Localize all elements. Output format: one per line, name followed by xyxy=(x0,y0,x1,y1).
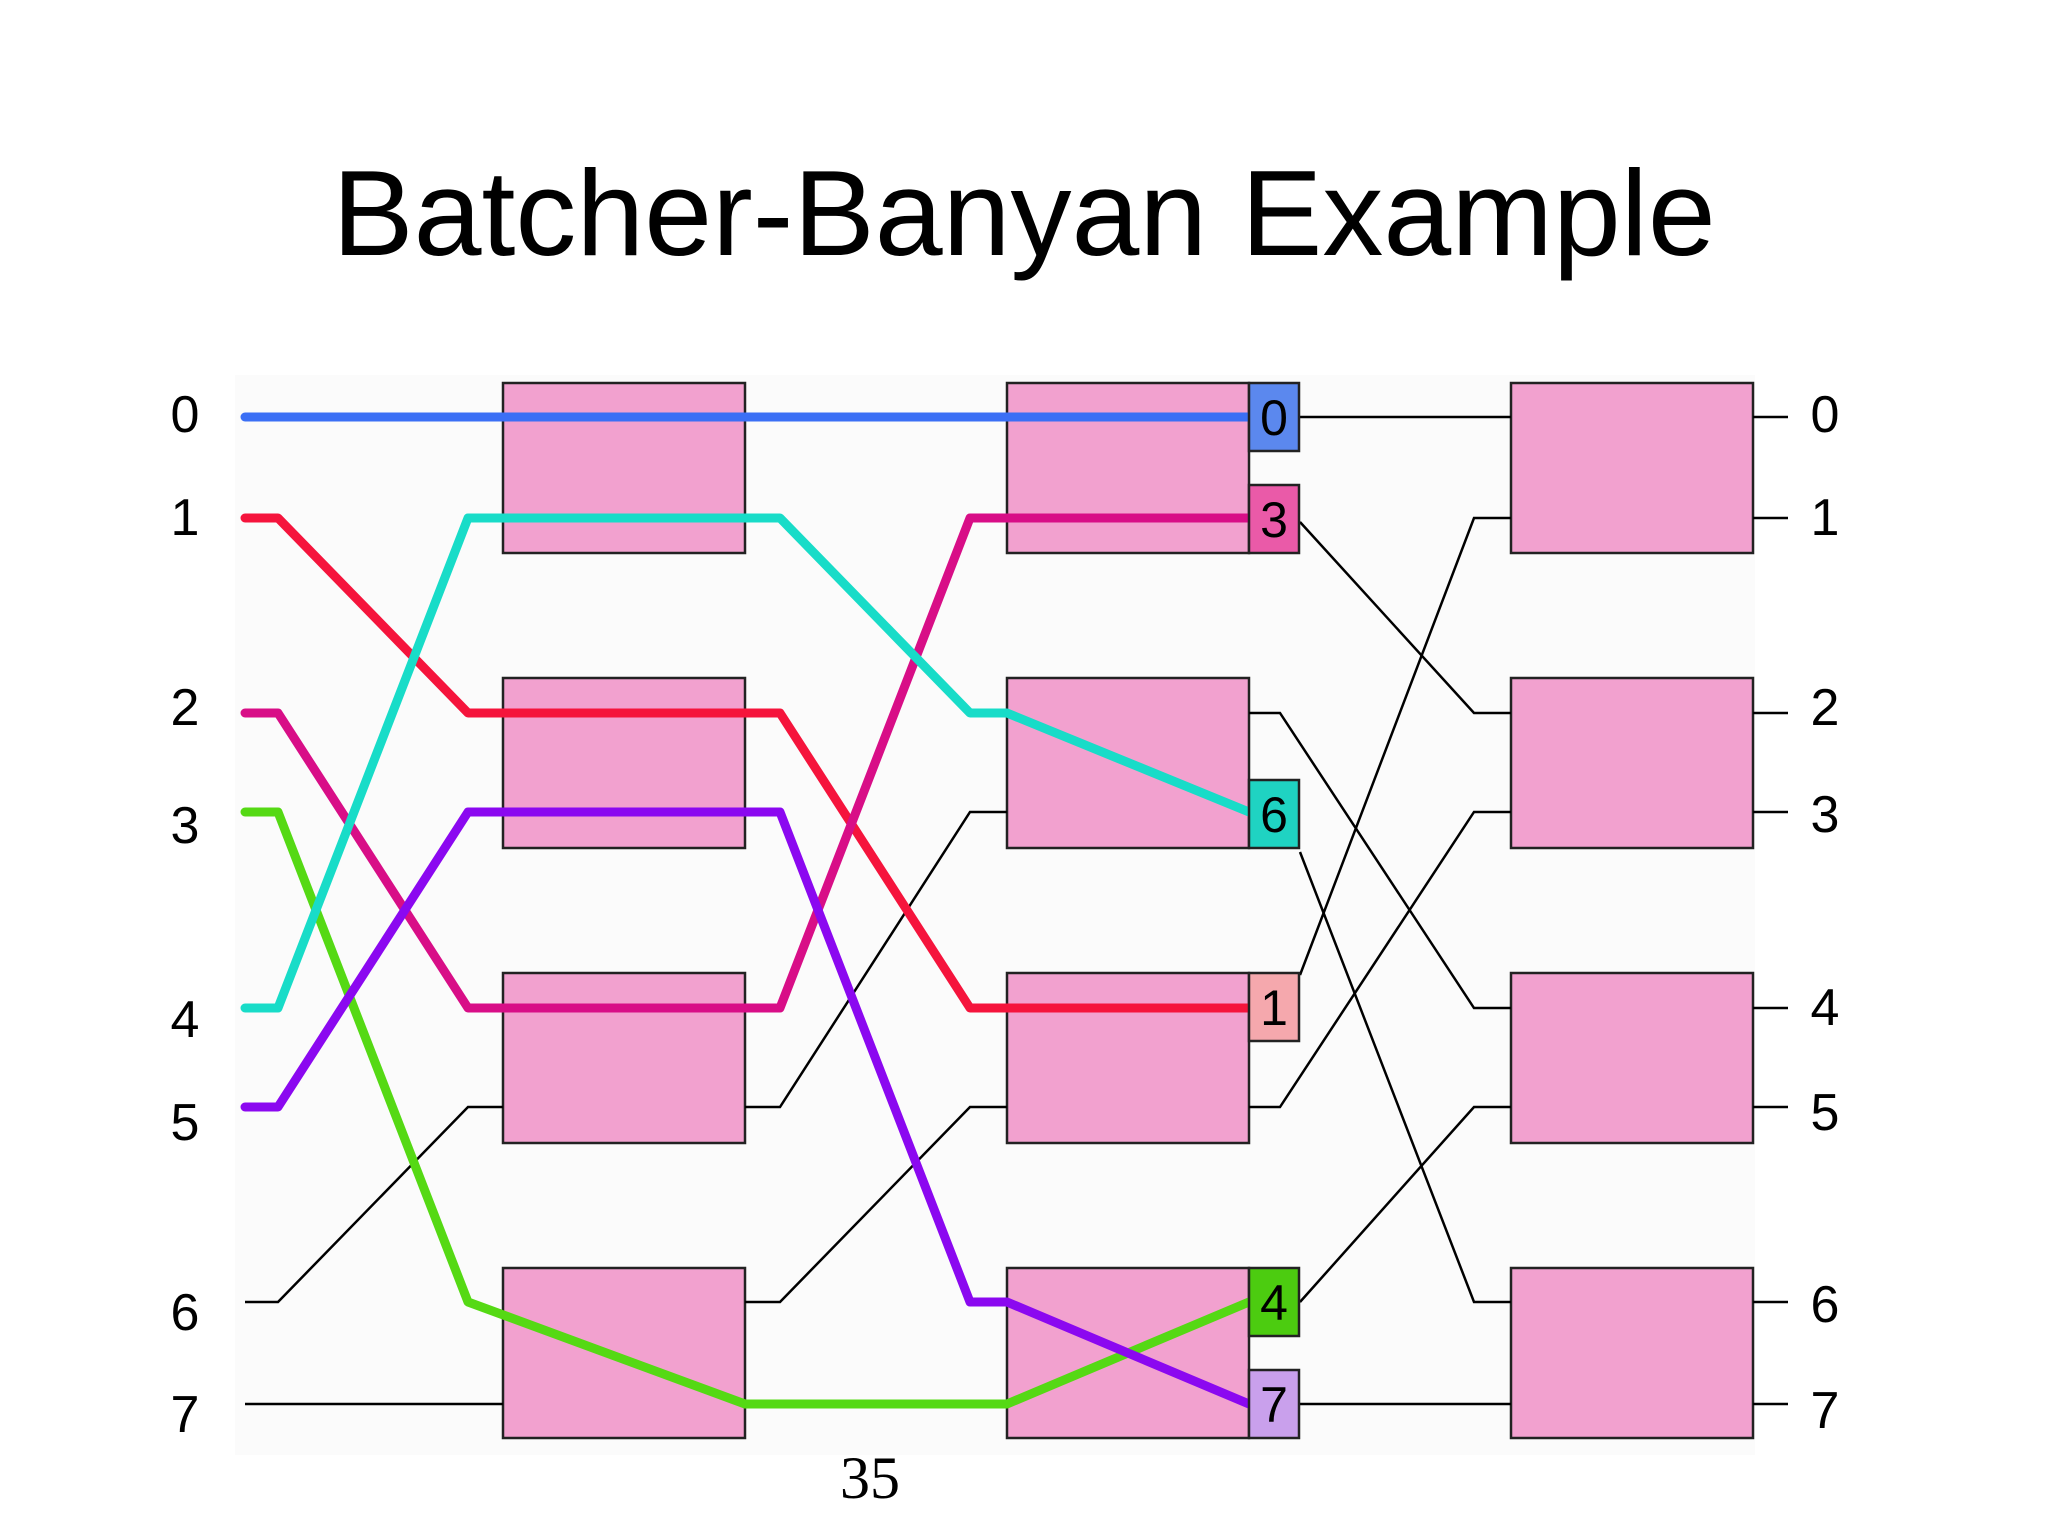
output-label-1: 1 xyxy=(1811,489,1840,547)
switch-s1-2 xyxy=(501,971,747,1145)
switch-s2-2 xyxy=(1005,971,1251,1145)
tag-4: 4 xyxy=(1247,1266,1301,1338)
switch-s3-3 xyxy=(1509,1266,1755,1440)
wire-s1-s2-b xyxy=(745,1105,1007,1304)
destination-tags: 0 3 6 1 4 7 xyxy=(1247,381,1301,1440)
network-background xyxy=(235,375,1755,1455)
switch-s1-1 xyxy=(501,676,747,850)
output-label-0: 0 xyxy=(1811,386,1840,444)
tag-1: 1 xyxy=(1247,971,1301,1043)
path-input-1 xyxy=(240,513,1254,1013)
tag-label-0: 0 xyxy=(1260,390,1288,446)
idle-wires xyxy=(245,415,1788,1406)
input-label-2: 2 xyxy=(171,679,200,737)
input-label-6: 6 xyxy=(171,1284,200,1342)
output-label-6: 6 xyxy=(1811,1276,1840,1334)
path-input-5 xyxy=(240,807,1254,1409)
wire-s1-s2-a xyxy=(745,810,1007,1109)
output-label-4: 4 xyxy=(1811,979,1840,1037)
input-label-4: 4 xyxy=(171,991,200,1049)
tag-3: 3 xyxy=(1247,483,1301,555)
tag-label-6: 6 xyxy=(1260,787,1288,843)
input-label-7: 7 xyxy=(171,1386,200,1444)
wire-in6 xyxy=(245,1105,503,1304)
wire-s2-idle-a xyxy=(1249,711,1511,1010)
wire-tag1 xyxy=(1298,516,1511,976)
path-input-3 xyxy=(240,807,1254,1409)
input-label-1: 1 xyxy=(171,489,200,547)
switch-s3-2 xyxy=(1509,971,1755,1145)
page-number: 35 xyxy=(840,1445,900,1511)
output-label-7: 7 xyxy=(1811,1382,1840,1440)
tag-7: 7 xyxy=(1247,1368,1301,1440)
input-label-5: 5 xyxy=(171,1094,200,1152)
tag-label-1: 1 xyxy=(1260,980,1288,1036)
switch-s3-0 xyxy=(1509,381,1755,555)
tag-label-7: 7 xyxy=(1260,1377,1288,1433)
slide-title: Batcher-Banyan Example xyxy=(332,145,1716,281)
switch-s3-1 xyxy=(1509,676,1755,850)
output-label-3: 3 xyxy=(1811,786,1840,844)
tag-label-3: 3 xyxy=(1260,492,1288,548)
tag-6: 6 xyxy=(1247,778,1301,850)
packet-paths xyxy=(240,412,1254,1409)
switch-s1-0 xyxy=(501,381,747,555)
wire-tag4 xyxy=(1299,1105,1511,1303)
wire-s2-idle-b xyxy=(1249,810,1511,1109)
tag-label-4: 4 xyxy=(1260,1275,1288,1331)
path-input-2 xyxy=(240,513,1254,1013)
output-label-5: 5 xyxy=(1811,1084,1840,1142)
input-label-0: 0 xyxy=(171,386,200,444)
wire-tag3 xyxy=(1299,521,1511,715)
wire-tag6 xyxy=(1298,851,1511,1304)
output-label-2: 2 xyxy=(1811,679,1840,737)
input-label-3: 3 xyxy=(171,797,200,855)
path-input-4 xyxy=(240,513,1254,1013)
switch-s1-3 xyxy=(501,1266,747,1440)
tag-0: 0 xyxy=(1247,381,1301,453)
switch-s2-0 xyxy=(1005,381,1251,555)
